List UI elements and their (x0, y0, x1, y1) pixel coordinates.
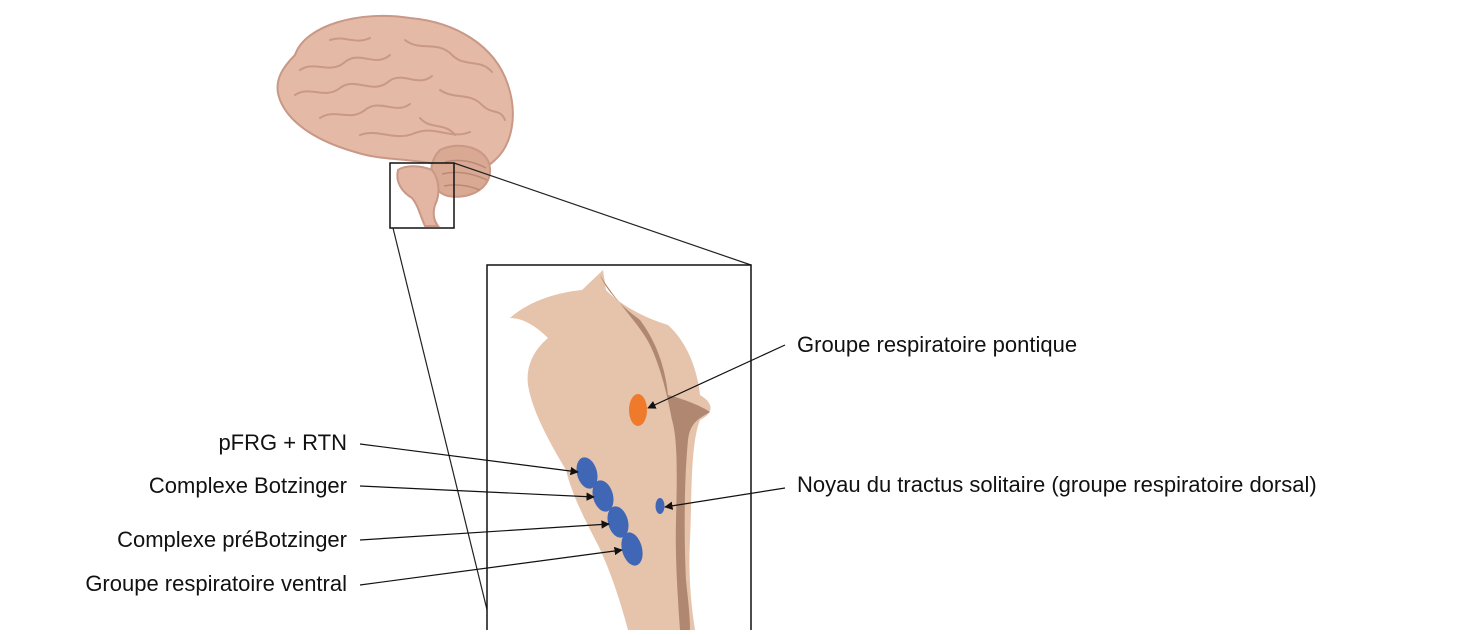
label-botzinger-complex: Complexe Botzinger (149, 473, 347, 499)
label-pfrg-rtn: pFRG + RTN (218, 430, 347, 456)
label-pontine-group: Groupe respiratoire pontique (797, 332, 1077, 358)
label-ventral-group: Groupe respiratoire ventral (85, 571, 347, 597)
zoom-connector-line (454, 163, 751, 265)
pontine-respiratory-group-nucleus (629, 394, 647, 426)
brainstem-section (487, 265, 751, 630)
solitary-tract-nucleus (656, 498, 665, 514)
label-prebotzinger-complex: Complexe préBotzinger (117, 527, 347, 553)
label-solitary-tract-nucleus: Noyau du tractus solitaire (groupe respi… (797, 472, 1317, 498)
brain-icon (278, 16, 513, 226)
